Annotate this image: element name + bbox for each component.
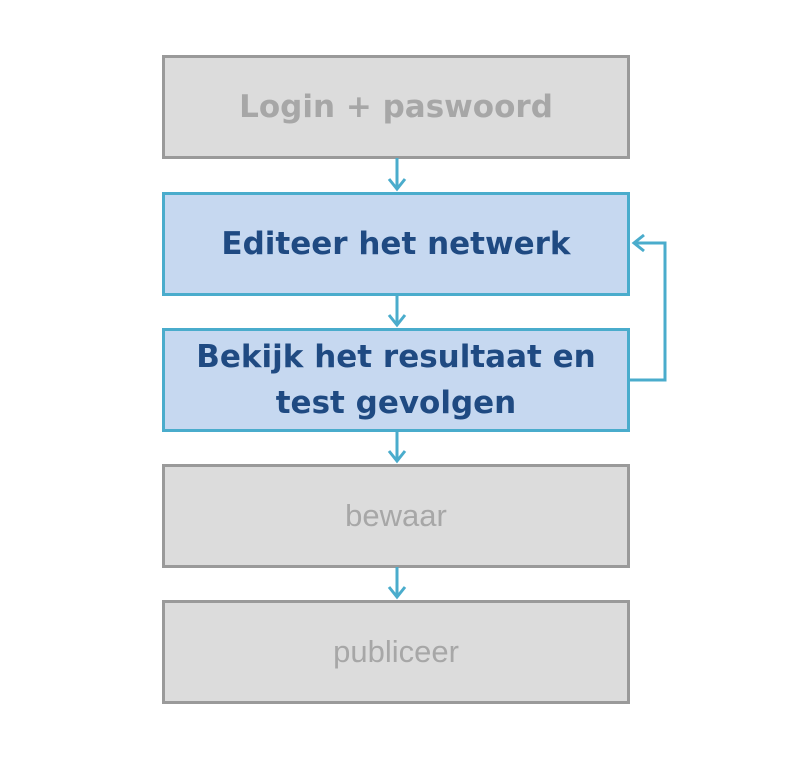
step-review-results-label: Bekijk het resultaat en test gevolgen xyxy=(196,339,596,421)
step-edit-network: Editeer het netwerk xyxy=(162,192,630,296)
arrow-review-to-save xyxy=(387,431,407,464)
step-edit-network-label: Editeer het netwerk xyxy=(221,226,571,262)
step-login-label: Login + paswoord xyxy=(239,89,553,125)
feedback-loop-arrow xyxy=(630,233,667,382)
step-review-results: Bekijk het resultaat en test gevolgen xyxy=(162,328,630,432)
step-publish: publiceer xyxy=(162,600,630,704)
step-save: bewaar xyxy=(162,464,630,568)
step-login: Login + paswoord xyxy=(162,55,630,159)
arrow-login-to-edit xyxy=(387,158,407,192)
arrow-edit-to-review xyxy=(387,295,407,328)
step-publish-label: publiceer xyxy=(333,634,459,669)
arrow-save-to-publish xyxy=(387,567,407,600)
step-save-label: bewaar xyxy=(345,498,447,533)
